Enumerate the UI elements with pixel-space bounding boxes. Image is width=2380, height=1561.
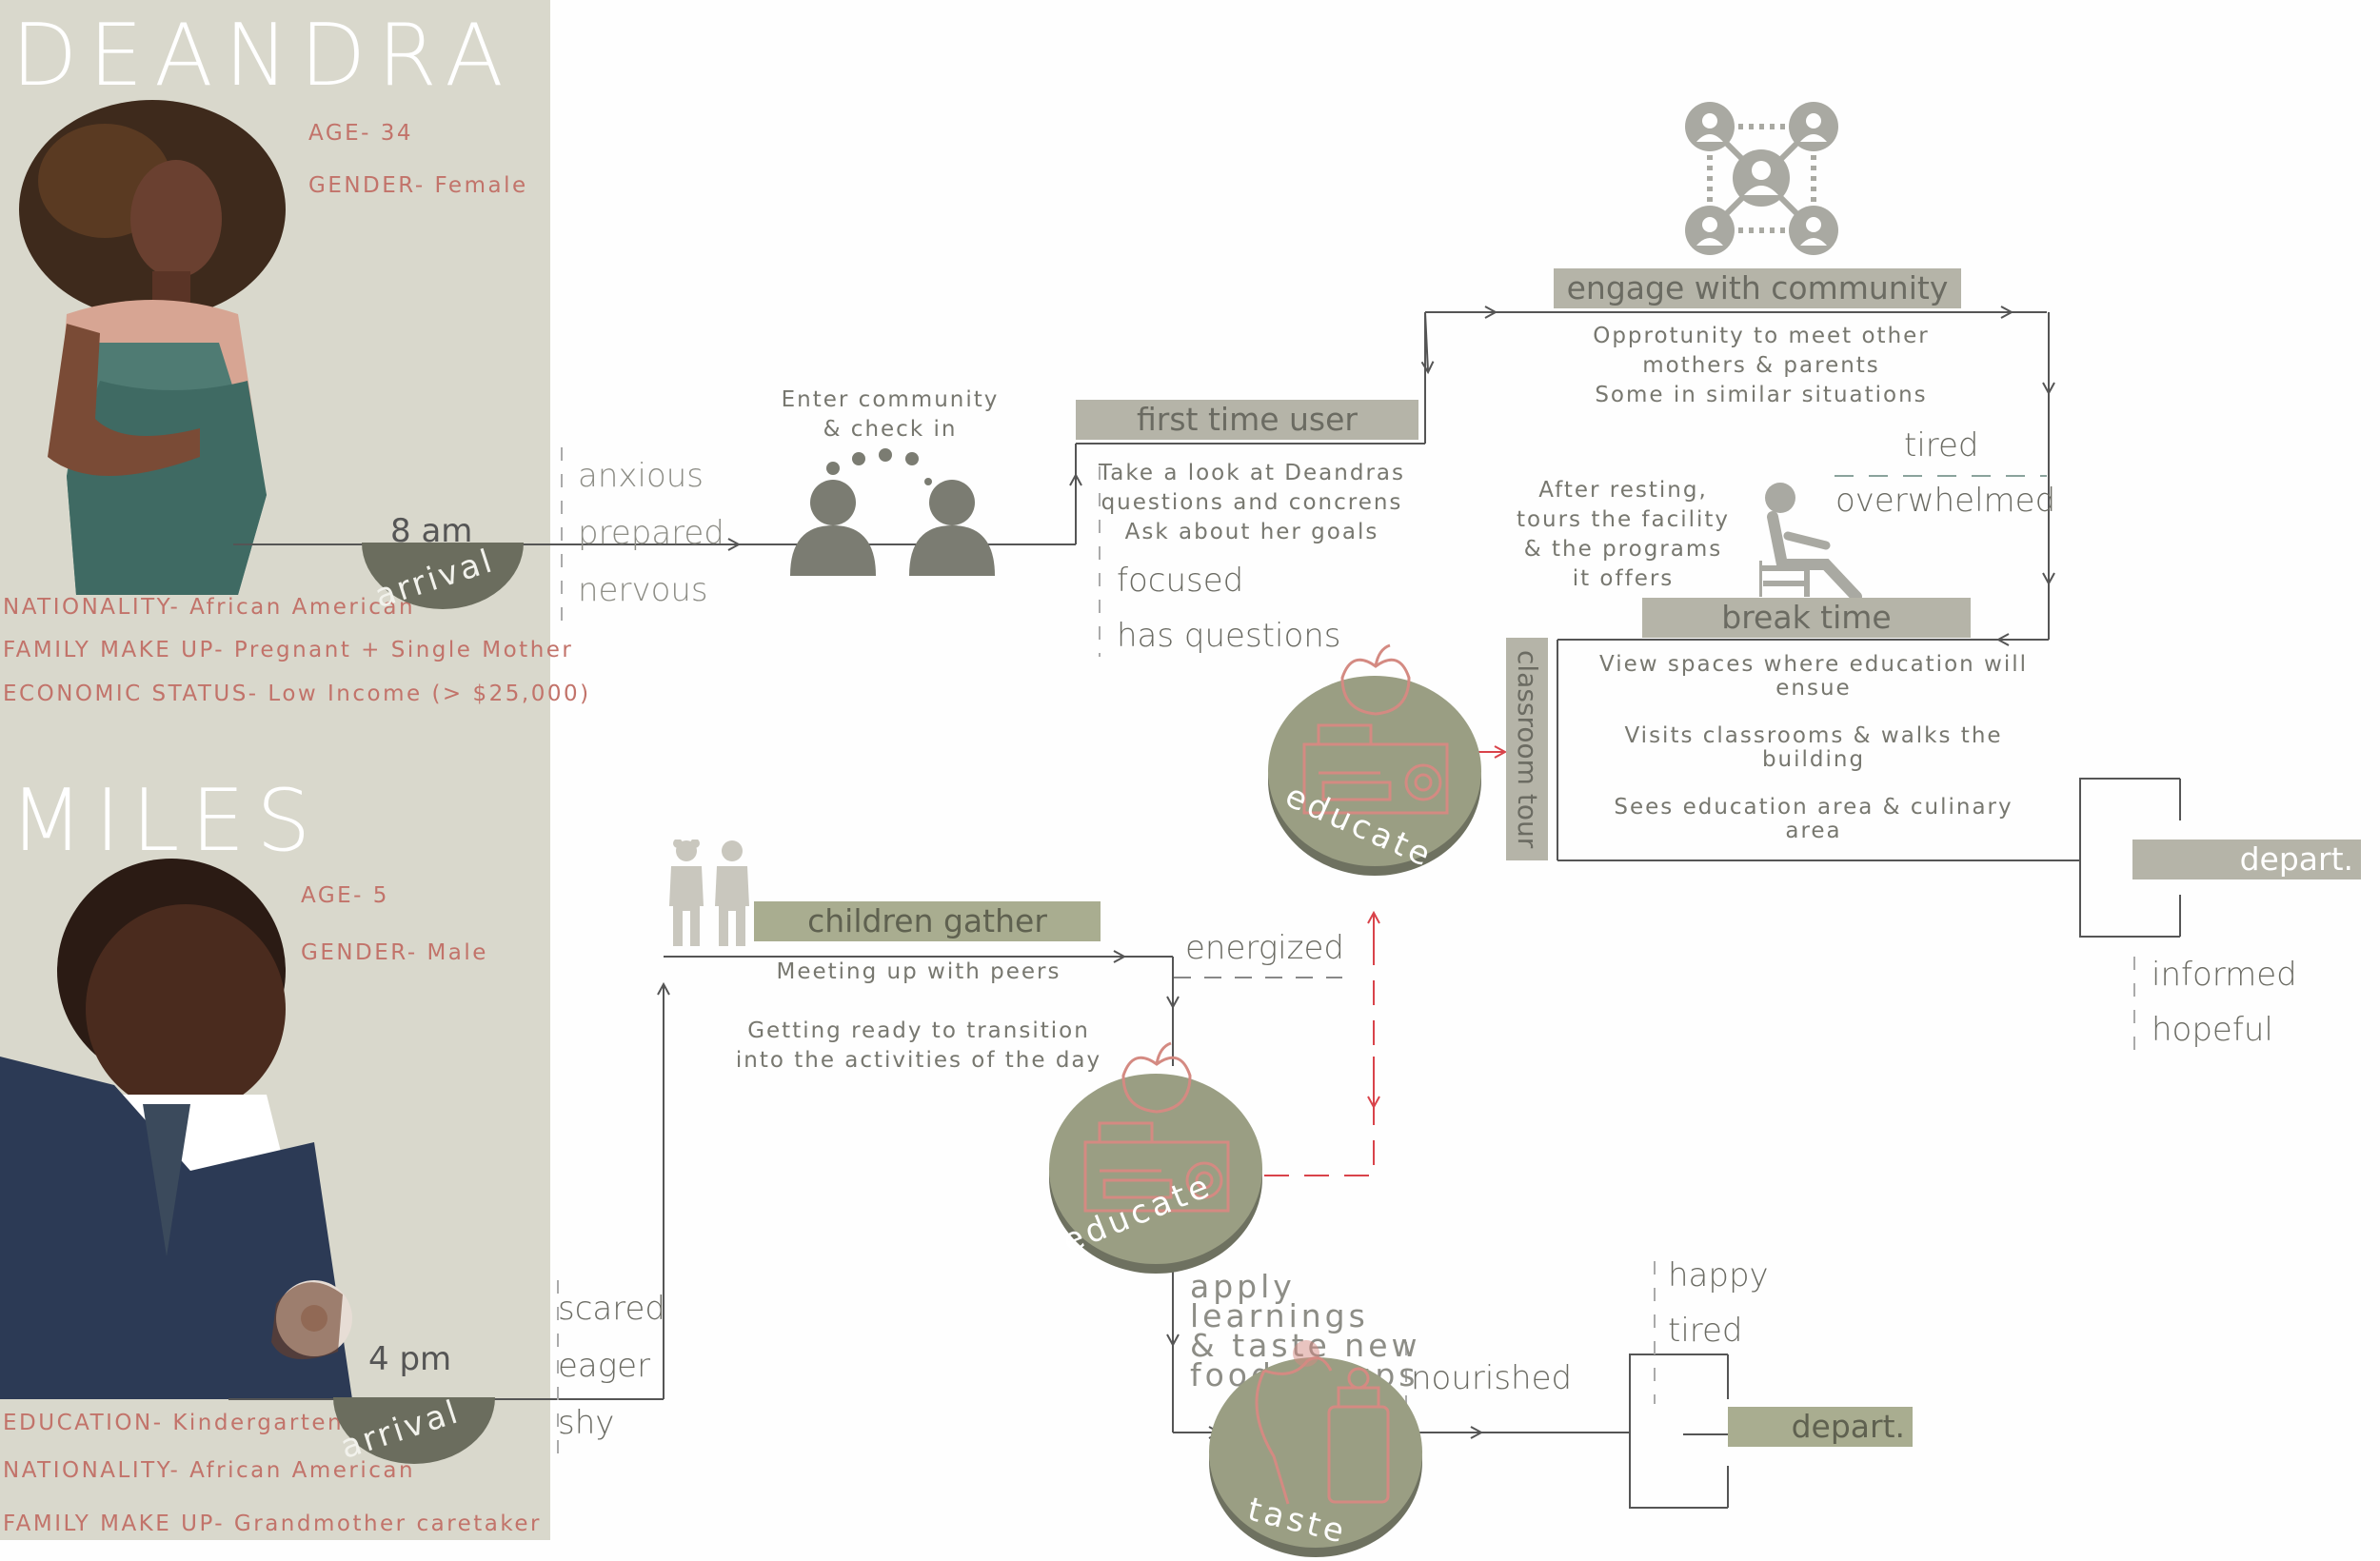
miles-feeling-shy: shy	[558, 1404, 615, 1442]
deandra-checkin-text: Enter community & check in	[781, 387, 1000, 442]
deandra-portrait	[19, 100, 286, 595]
miles-feeling-scared: scared	[558, 1290, 665, 1328]
persona-name-deandra: DEANDRA	[11, 6, 515, 106]
gather-desc: Meeting up with peers Getting ready to t…	[735, 959, 1102, 1073]
deandra-feeling-tired: tired	[1904, 426, 1979, 464]
stage-break-time: break time	[1642, 598, 1971, 638]
deandra-feeling-prepared: prepared	[578, 514, 724, 552]
two-people-icon	[790, 448, 995, 576]
deandra-gender: GENDER- Female	[308, 173, 528, 198]
deandra-feeling-has-questions: has questions	[1117, 617, 1341, 655]
deandra-educate-circle	[1268, 643, 1481, 876]
miles-feeling-happy: happy	[1668, 1256, 1769, 1294]
miles-depart: depart.	[1728, 1407, 1913, 1447]
miles-arrival-marker	[333, 1397, 495, 1464]
miles-feeling-tired: tired	[1668, 1312, 1743, 1350]
miles-feeling-nourished: nourished	[1411, 1359, 1573, 1397]
deandra-feeling-overwhelmed: overwhelmed	[1835, 482, 2056, 520]
miles-nationality: NATIONALITY- African American	[3, 1458, 416, 1483]
miles-family: FAMILY MAKE UP- Grandmother caretaker	[3, 1512, 543, 1536]
miles-feeling-energized: energized	[1185, 929, 1344, 967]
stage-engage-community: engage with community	[1554, 268, 1961, 308]
deandra-feeling-nervous: nervous	[578, 571, 708, 609]
deandra-feeling-anxious: anxious	[578, 457, 704, 495]
miles-portrait	[0, 859, 352, 1399]
miles-education: EDUCATION- Kindergarten	[3, 1411, 345, 1435]
deandra-nationality: NATIONALITY- African American	[3, 595, 416, 620]
taste-circle	[1209, 1340, 1422, 1557]
classroom-tour-tab: classroom tour	[1506, 638, 1548, 860]
deandra-feeling-informed: informed	[2152, 956, 2297, 994]
stage-children-gather: children gather	[754, 901, 1101, 941]
deandra-economic: ECONOMIC STATUS- Low Income (> $25,000)	[3, 682, 591, 706]
break-desc: View spaces where education will ensue V…	[1598, 652, 2029, 843]
sitting-person-icon	[1759, 483, 1862, 600]
children-icon	[669, 840, 749, 946]
miles-arrival-time: 4 pm	[368, 1340, 452, 1378]
deandra-depart: depart.	[2132, 840, 2361, 879]
deandra-family: FAMILY MAKE UP- Pregnant + Single Mother	[3, 638, 574, 662]
miles-educate-circle	[1049, 1041, 1262, 1274]
first-time-desc: Take a look at Deandras questions and co…	[1099, 461, 1405, 544]
stage-first-time-user: first time user	[1076, 400, 1418, 440]
network-community-icon	[1685, 102, 1838, 255]
deandra-arrival-time: 8 am	[390, 512, 473, 550]
deandra-arrival-marker	[362, 543, 524, 609]
miles-gender: GENDER- Male	[301, 940, 488, 965]
miles-feeling-eager: eager	[558, 1347, 651, 1385]
miles-age: AGE- 5	[301, 883, 389, 908]
engage-desc: Opprotunity to meet other mothers & pare…	[1593, 324, 1930, 407]
persona-name-miles: MILES	[10, 771, 323, 871]
deandra-age: AGE- 34	[308, 121, 414, 146]
deandra-feeling-focused: focused	[1117, 562, 1244, 600]
deandra-feeling-hopeful: hopeful	[2152, 1011, 2273, 1049]
rest-desc: After resting, tours the facility & the …	[1516, 478, 1731, 591]
